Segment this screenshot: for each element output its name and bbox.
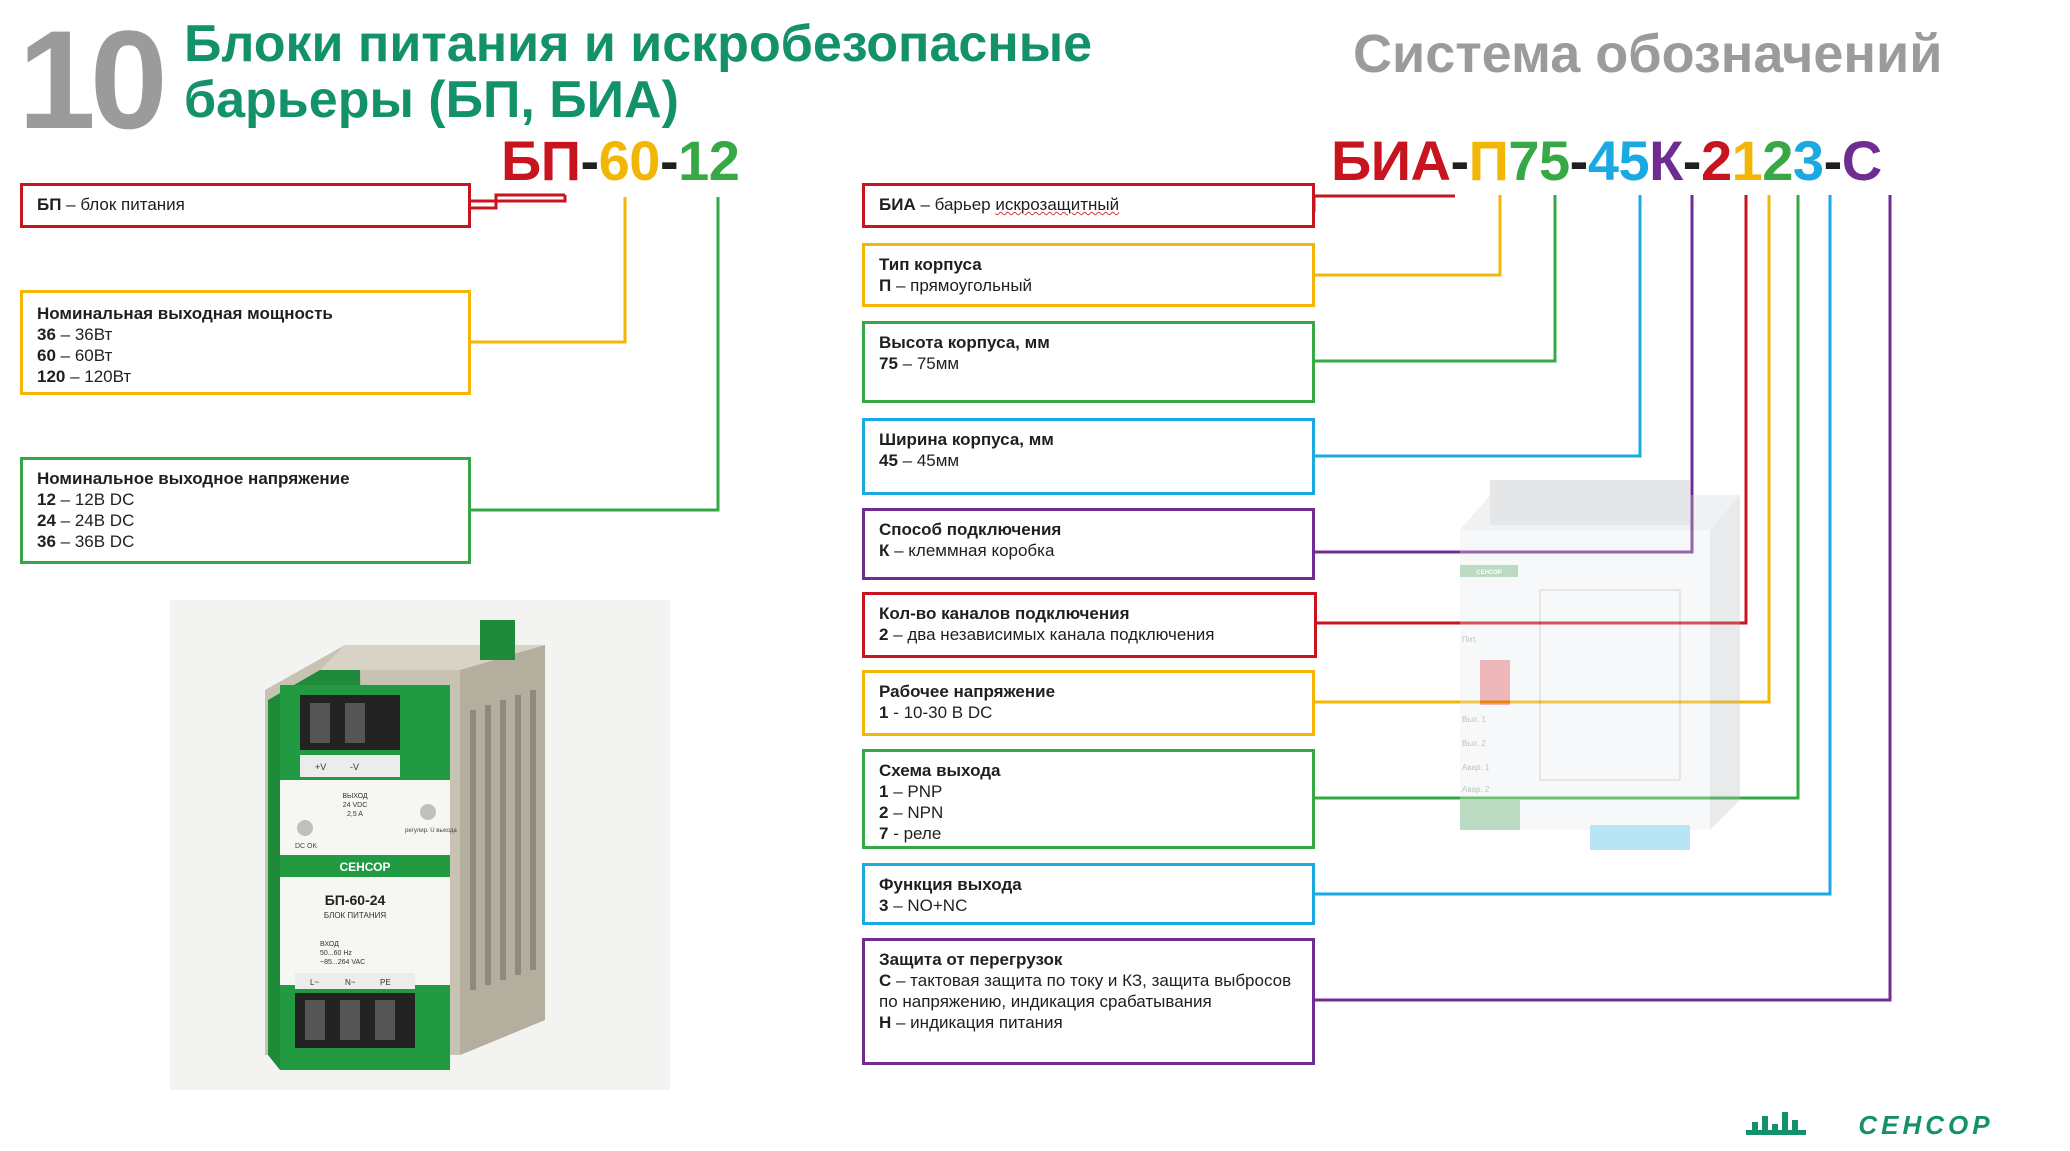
connector-channel-count	[1314, 195, 1748, 625]
connector-bp-type	[470, 195, 567, 203]
connector-housing-width	[1314, 195, 1642, 458]
output-label-2: 24 VDC	[343, 802, 368, 809]
box-output-scheme: Схема выхода 1 – PNP 2 – NPN 7 - реле	[862, 749, 1315, 849]
bia-code-segment: С	[1841, 129, 1882, 192]
connector-output-scheme	[1314, 195, 1800, 800]
bp-code: БП-60-12	[501, 129, 740, 192]
input-label-2: 50...60 Hz	[320, 950, 352, 957]
input-label-3: ~85...264 VAC	[320, 959, 365, 966]
bia-code-segment: -	[1450, 129, 1469, 192]
bia-code-segment: 2	[1762, 129, 1793, 192]
box-output-function: Функция выхода 3 – NO+NC	[862, 863, 1315, 925]
bia-code-segment: -	[1682, 129, 1702, 192]
connector-bp-power	[470, 197, 627, 344]
bia-code-segment: -	[1569, 129, 1589, 192]
box-channel-count: Кол-во каналов подключения 2 – два незав…	[862, 592, 1317, 658]
adjust-label: регулир. U выхода	[405, 828, 457, 834]
device-model: БП-60-24	[325, 892, 386, 908]
barrier-brand-badge: СЕНСОР	[1476, 570, 1502, 576]
logo-text: СЕНСОР	[1858, 1112, 1993, 1136]
barrier-label-2: Вых. 1	[1462, 715, 1487, 724]
output-label-3: 2,5 A	[347, 811, 363, 818]
bia-code-segment: -	[1823, 129, 1843, 192]
connector-housing-type	[1314, 195, 1502, 277]
bia-code-segment: 2	[1700, 129, 1732, 192]
terminal-bottom-label-2: N~	[345, 978, 356, 987]
box-overload-protection: Защита от перегрузок С – тактовая защита…	[862, 938, 1315, 1065]
connector-operating-voltage	[1314, 195, 1771, 704]
connector-output-function	[1314, 195, 1832, 896]
box-housing-type: Тип корпуса П – прямоугольный	[862, 243, 1315, 307]
terminal-bottom-label-1: L~	[310, 978, 319, 987]
barrier-label-1: Пит.	[1462, 635, 1477, 644]
input-label-1: ВХОД	[320, 941, 339, 948]
box-bia-type: БИА – барьер искрозащитный	[862, 183, 1315, 228]
barrier-image: СЕНСОР Пит. Вых. 1 Вых. 2 Авар. 1 Авар. …	[1460, 480, 1740, 850]
section-title: Система обозначений	[1353, 24, 1943, 84]
terminal-top-label-2: -V	[350, 762, 359, 772]
box-housing-width: Ширина корпуса, мм 45 – 45мм	[862, 418, 1315, 495]
device-brand: СЕНСОР	[339, 860, 390, 874]
vent-slots	[470, 690, 536, 990]
bia-code-segment: П	[1468, 129, 1509, 192]
connector-bp-voltage	[470, 197, 720, 512]
device-model-sub: БЛОК ПИТАНИЯ	[324, 911, 387, 920]
sensor-logo: СЕНСОР	[1746, 1112, 1993, 1136]
bia-code-segment: БИА	[1331, 129, 1451, 192]
connector-housing-height	[1314, 195, 1557, 363]
connector-bia-type	[1312, 194, 1455, 212]
box-bp-type: БП – блок питания	[20, 183, 471, 228]
dc-ok-label: DC OK	[295, 843, 318, 850]
bia-code-segment: 3	[1792, 129, 1824, 192]
page-number: 10	[18, 1, 168, 158]
terminal-top-label-1: +V	[315, 762, 326, 772]
bp-code-segment: -	[580, 129, 600, 192]
terminal-bottom-label-3: PE	[380, 978, 391, 987]
barrier-label-4: Авар. 1	[1462, 763, 1490, 772]
box-connection-method: Способ подключения К – клеммная коробка	[862, 508, 1315, 580]
page-title-line-1: Блоки питания и искробезопасные	[184, 15, 1093, 73]
bia-code-segment: 75	[1508, 129, 1570, 192]
page-title: Блоки питания и искробезопасные барьеры …	[184, 16, 1184, 128]
bia-code-segment: К	[1649, 129, 1683, 192]
box-bp-voltage: Номинальное выходное напряжение 12 – 12В…	[20, 457, 471, 564]
power-supply-image: +V -V DC OK регулир. U выхода ВЫХОД 24 V…	[170, 600, 670, 1090]
bp-code-segment: 60	[598, 129, 661, 192]
connector-connection-method	[1314, 195, 1694, 554]
bp-code-segment: 12	[678, 129, 740, 192]
box-housing-height: Высота корпуса, мм 75 – 75мм	[862, 321, 1315, 403]
connector-overload-protection	[1314, 195, 1892, 1002]
bp-code-segment: -	[659, 129, 679, 192]
bp-code-segment: БП	[501, 129, 581, 192]
bia-code-segment: 1	[1731, 129, 1763, 192]
barrier-label-5: Авар. 2	[1462, 785, 1490, 794]
connector-bp-type-step	[470, 193, 565, 210]
bia-code: БИА-П75-45К-2123-С	[1331, 131, 1882, 191]
page-title-line-2: барьеры (БП, БИА)	[184, 71, 679, 129]
output-label-1: ВЫХОД	[342, 793, 368, 800]
box-bp-power: Номинальная выходная мощность 36 – 36Вт …	[20, 290, 471, 395]
barrier-label-3: Вых. 2	[1462, 739, 1487, 748]
box-operating-voltage: Рабочее напряжение 1 - 10-30 В DC	[862, 670, 1315, 736]
bia-code-segment: 45	[1587, 129, 1650, 192]
